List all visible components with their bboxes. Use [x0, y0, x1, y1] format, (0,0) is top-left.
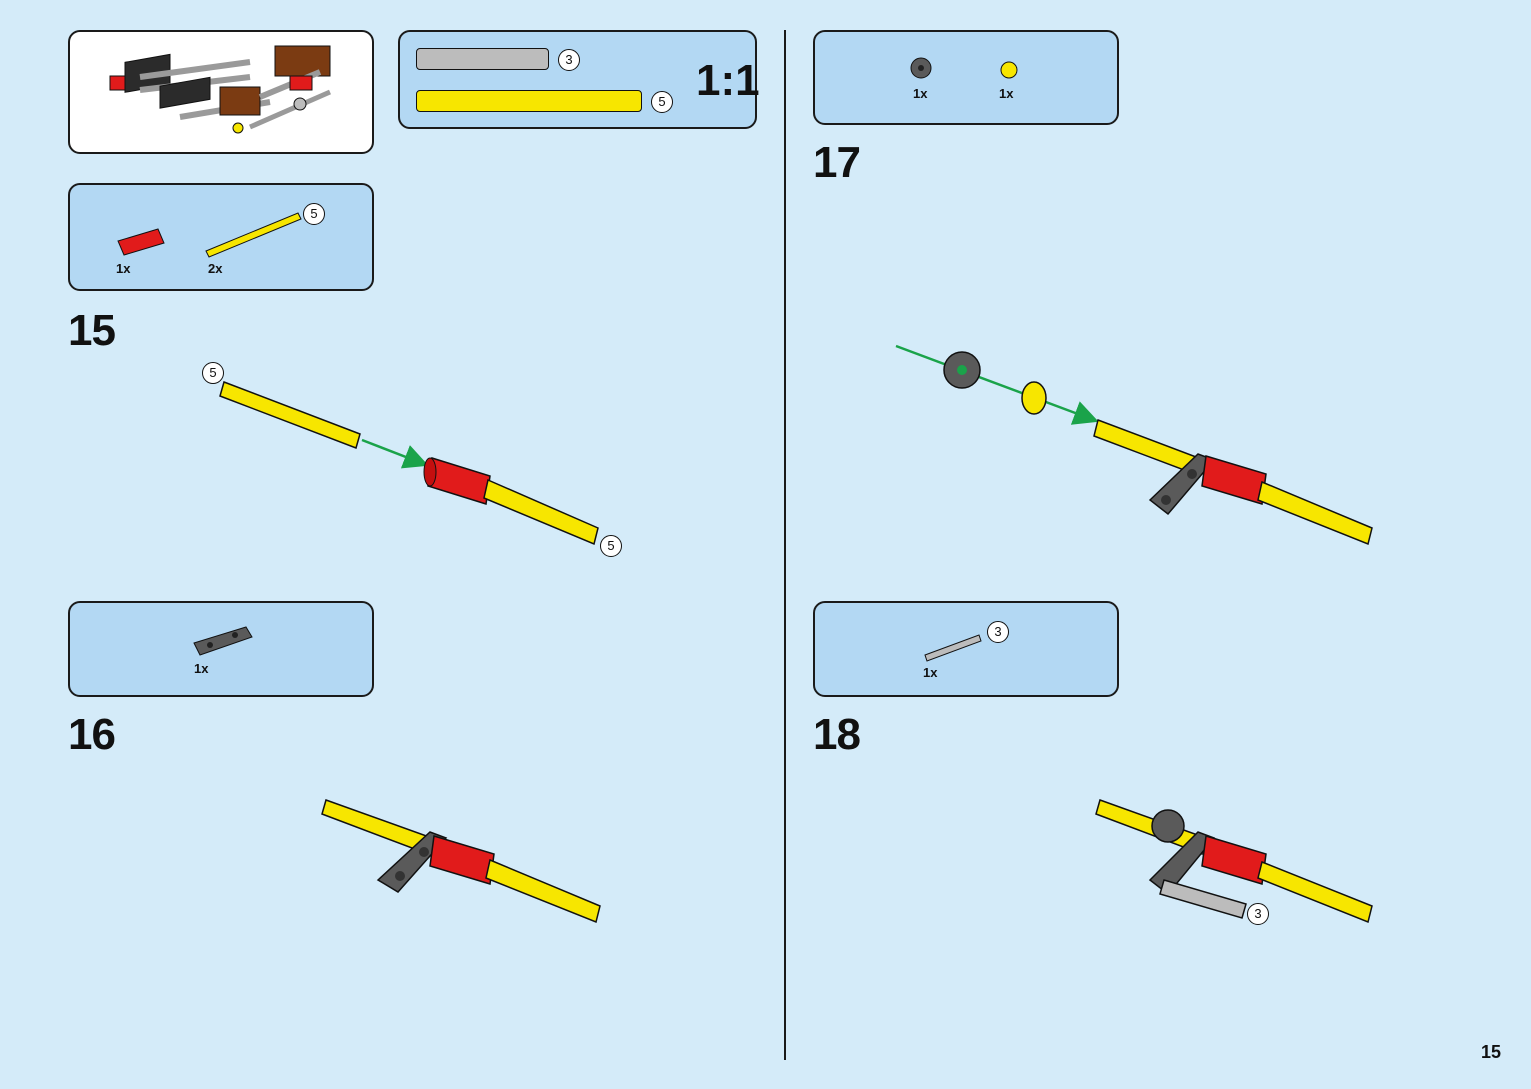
step-18-callout: 3 [1247, 903, 1269, 925]
step-15-illustration [220, 382, 598, 544]
step-15-callout-end: 5 [600, 535, 622, 557]
step-18-illustration [1096, 800, 1372, 922]
step-16-illustration [322, 800, 600, 922]
step-17-illustration [896, 346, 1372, 544]
step-15-callout-start: 5 [202, 362, 224, 384]
page-number: 15 [1481, 1042, 1501, 1063]
